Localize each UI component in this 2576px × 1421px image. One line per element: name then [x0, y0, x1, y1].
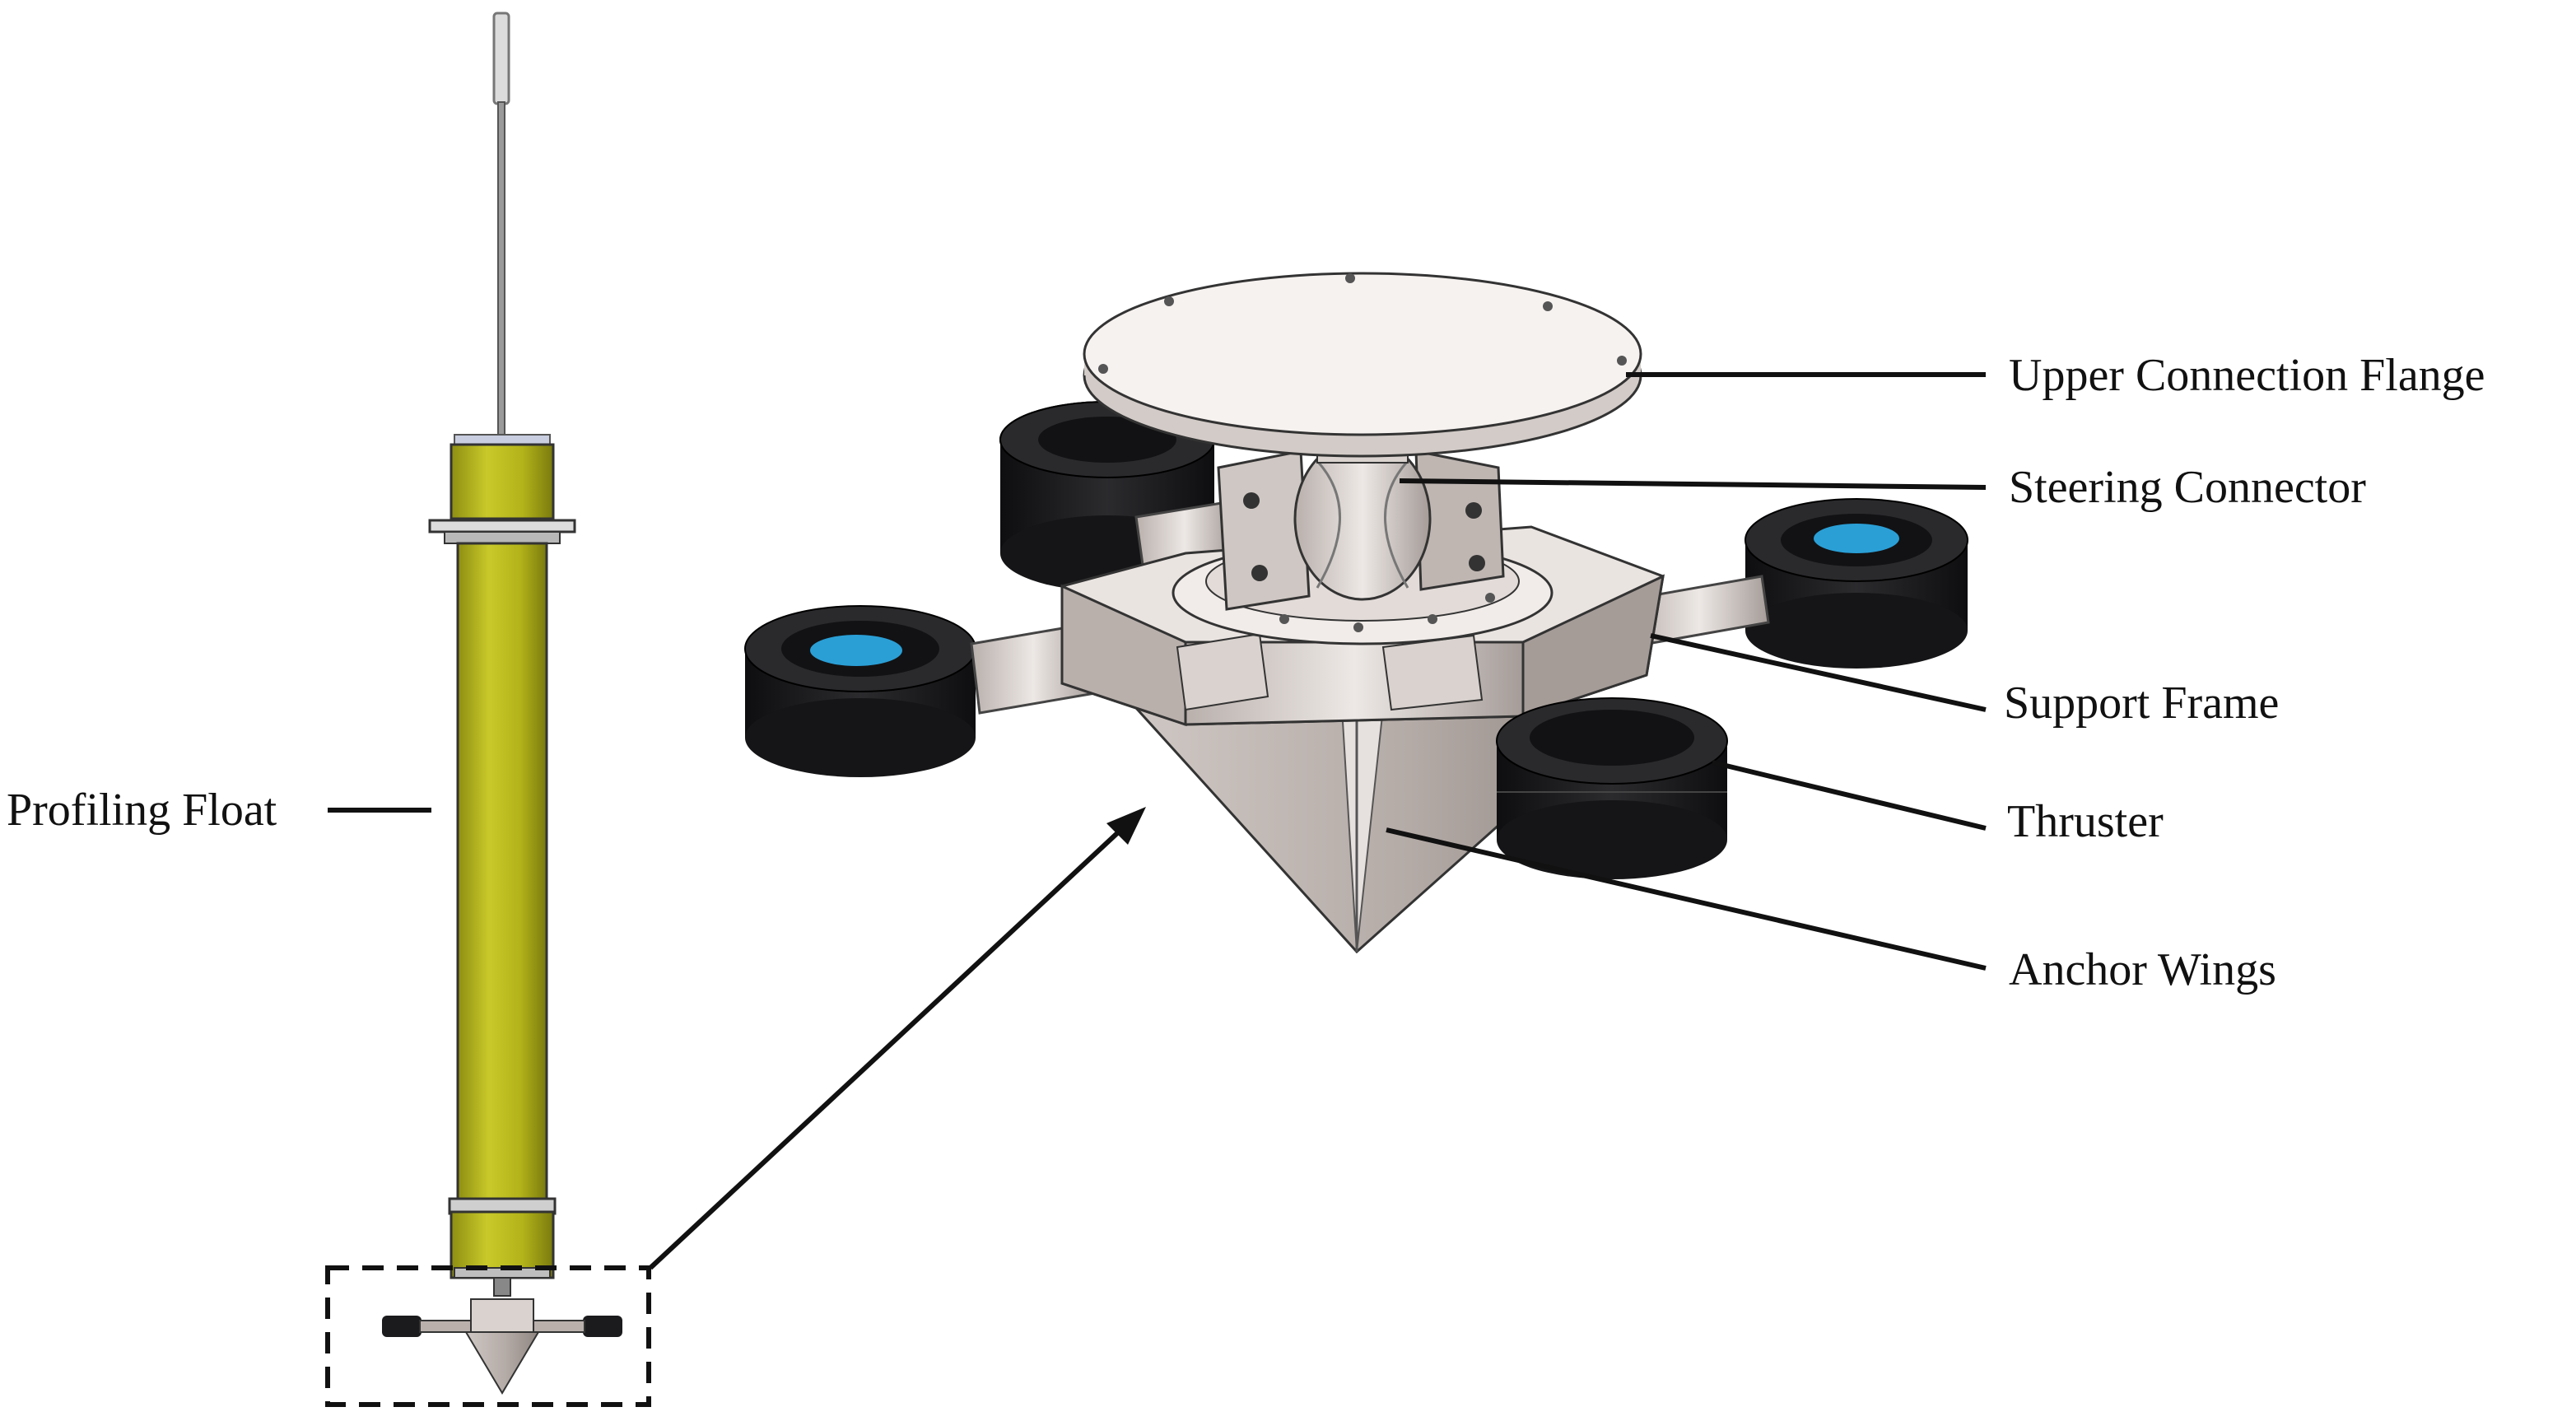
upper-connection-flange — [1083, 272, 1642, 458]
label-support-frame: Support Frame — [2004, 678, 2280, 729]
leader-lines — [328, 372, 1987, 971]
float-flange — [428, 519, 576, 533]
small-docking-module — [382, 1298, 622, 1395]
thruster-front — [1496, 697, 1728, 879]
antenna-rod — [497, 101, 505, 437]
thruster-left — [744, 605, 976, 777]
antenna-tip — [492, 12, 510, 105]
detail-highlight-box — [325, 1265, 651, 1407]
label-profiling-float: Profiling Float — [7, 785, 277, 836]
thruster-right — [1745, 498, 1968, 669]
leader-thruster — [1712, 760, 1987, 831]
leader-support-frame — [1650, 633, 1987, 712]
label-thruster: Thruster — [2007, 796, 2164, 847]
profiling-float — [428, 12, 576, 1297]
label-anchor-wings: Anchor Wings — [2009, 944, 2276, 995]
leader-steering-connector — [1399, 478, 1987, 490]
docking-module-detail — [744, 272, 1968, 954]
label-steering-connector: Steering Connector — [2009, 462, 2366, 513]
float-hull — [456, 542, 548, 1204]
float-upper-section — [450, 443, 555, 520]
label-upper-connection-flange: Upper Connection Flange — [2009, 350, 2485, 401]
magnify-arrow — [648, 807, 1146, 1270]
steering-connector — [1217, 436, 1505, 611]
leader-anchor-wings — [1386, 827, 1987, 971]
